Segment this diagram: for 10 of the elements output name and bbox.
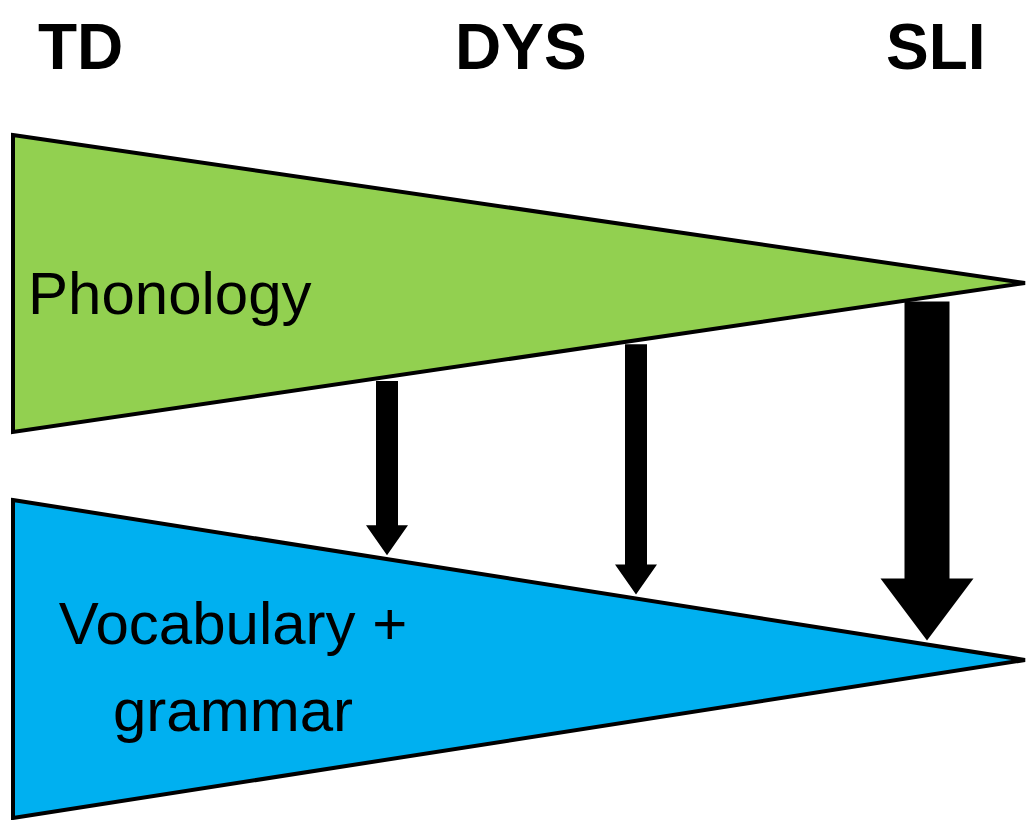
triangle-shape xyxy=(13,500,1025,818)
block-arrow xyxy=(615,344,657,595)
triangle-label: Vocabulary + grammar xyxy=(57,589,409,746)
column-heading: SLI xyxy=(886,10,986,84)
block-arrow xyxy=(880,301,974,641)
triangle-shape xyxy=(13,135,1025,432)
triangle-label: Phonology xyxy=(28,259,313,329)
column-heading: DYS xyxy=(455,10,587,84)
block-arrow xyxy=(366,380,408,556)
column-heading: TD xyxy=(38,10,124,84)
